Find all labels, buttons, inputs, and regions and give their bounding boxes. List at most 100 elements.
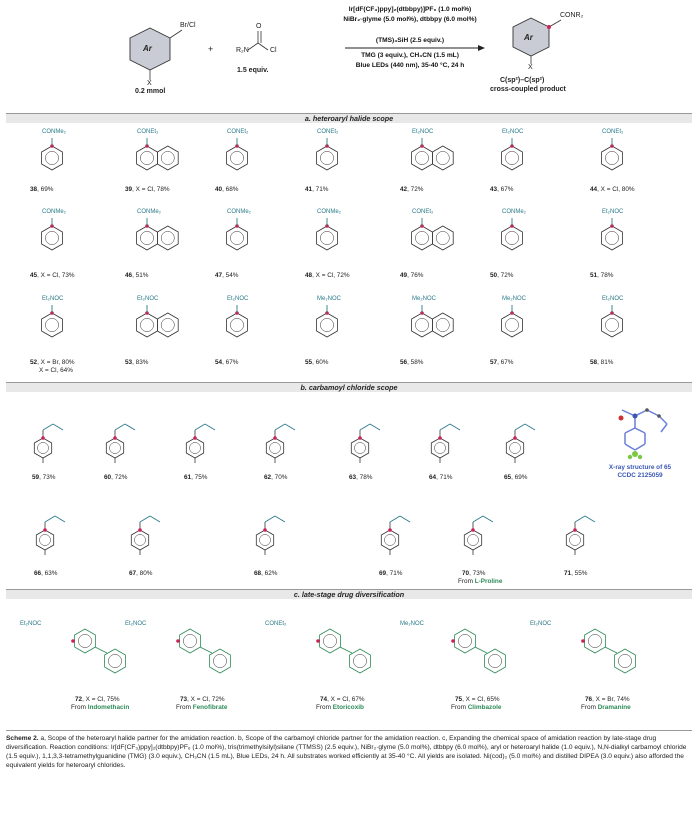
drug-source: From Etoricoxib — [316, 704, 364, 711]
aromatic-ring — [35, 529, 55, 551]
compound-number: 40 — [215, 186, 223, 193]
reagent-o: O — [256, 23, 262, 30]
drug-source: From Indomethacin — [71, 704, 129, 711]
aromatic-ring — [156, 225, 179, 251]
amine-bond — [124, 423, 136, 431]
aromatic-circle — [160, 318, 175, 332]
compound-yield: , 69% — [511, 474, 528, 481]
compound-number: 46 — [125, 272, 133, 279]
aromatic-circle — [353, 654, 367, 668]
aromatic-circle — [415, 231, 429, 245]
compound-label: 53, 83% — [125, 359, 148, 366]
compound-label: 56, 58% — [400, 359, 423, 366]
aromatic-ring — [501, 145, 523, 171]
compound-number: 54 — [215, 359, 223, 366]
compound-number: 39 — [125, 186, 133, 193]
amide-fragment-label: CONMe₂ — [42, 129, 66, 135]
row5-structures — [35, 515, 596, 555]
aromatic-circle — [160, 151, 175, 165]
aromatic-circle — [45, 231, 59, 245]
compound-yield: , X = Cl, 78% — [132, 186, 170, 193]
compound-number: 61 — [184, 474, 192, 481]
aromatic-circle — [488, 654, 502, 668]
xray-caption-line2: CCDC 2125059 — [617, 472, 663, 479]
aromatic-circle — [140, 318, 154, 332]
aromatic-circle — [415, 318, 429, 332]
aromatic-ring — [105, 437, 125, 459]
amine-bond — [42, 423, 54, 431]
coupling-site-marker — [471, 528, 475, 532]
amide-fragment-label: CONMe₂ — [42, 209, 66, 215]
compound-number: 65 — [504, 474, 512, 481]
compound-label: 52, X = Br, 80% — [30, 359, 75, 366]
amine-bond — [274, 515, 286, 523]
substrate-ar-label: Ar — [143, 44, 152, 53]
aromatic-circle — [505, 231, 519, 245]
aromatic-circle — [230, 231, 244, 245]
aromatic-circle — [140, 231, 154, 245]
aromatic-ring — [431, 225, 454, 251]
aromatic-circle — [435, 151, 450, 165]
compound-yield: , X = Cl, 75% — [82, 696, 120, 703]
coupling-site-marker — [438, 436, 442, 440]
aromatic-circle — [605, 151, 619, 165]
aromatic-circle — [37, 442, 49, 454]
amide-fragment-label: Me₂NOC — [412, 296, 436, 302]
aromatic-circle — [213, 654, 227, 668]
drug-link-bond — [474, 646, 488, 654]
aromatic-ring — [316, 225, 338, 251]
amide-fragment-label: Et₂NOC — [42, 296, 64, 302]
compound-yield: , 69% — [37, 186, 54, 193]
aromatic-circle — [183, 634, 197, 648]
compound-label: 59, 73% — [32, 474, 55, 481]
scope-row-6 — [0, 601, 697, 721]
aromatic-circle — [435, 318, 450, 332]
coupling-site-marker — [573, 528, 577, 532]
compound-yield: , 70% — [271, 474, 288, 481]
scope-row-1 — [0, 126, 697, 196]
amide-fragment-label: Et₂NOC — [20, 621, 42, 627]
compound-number: 49 — [400, 272, 408, 279]
drug-source-prefix: From — [581, 704, 598, 711]
amide-fragment-label: CONEt₂ — [265, 621, 287, 627]
aromatic-ring — [130, 529, 150, 551]
xray-ortep-drawing — [618, 408, 668, 460]
compound-yield: , 67% — [497, 186, 514, 193]
substrate-x: X — [147, 80, 152, 87]
compound-number: 42 — [400, 186, 408, 193]
aromatic-ring — [601, 145, 623, 171]
aromatic-circle — [320, 151, 334, 165]
drug-source-prefix: From — [176, 704, 193, 711]
aromatic-circle — [505, 318, 519, 332]
compound-number: 50 — [490, 272, 498, 279]
compound-yield: , 62% — [261, 570, 278, 577]
compound-number: 76 — [585, 696, 593, 703]
drug-ring — [584, 628, 606, 654]
xray-caption-line1: X-ray structure of 65 — [608, 464, 672, 471]
aromatic-circle — [605, 231, 619, 245]
compound-yield: , 83% — [132, 359, 149, 366]
aromatic-circle — [605, 318, 619, 332]
aromatic-circle — [259, 534, 271, 546]
compound-number: 57 — [490, 359, 498, 366]
compound-label: 60, 72% — [104, 474, 127, 481]
caption-text: a, Scope of the heteroaryl halide partne… — [6, 735, 687, 769]
reagent-cl: Cl — [270, 47, 277, 54]
compound-number: 45 — [30, 272, 38, 279]
aromatic-ring — [565, 529, 585, 551]
compound-label: 54, 67% — [215, 359, 238, 366]
amide-fragment-label: Et₂NOC — [602, 209, 624, 215]
compound-yield: , X = Cl, 67% — [327, 696, 365, 703]
aromatic-ring — [430, 437, 450, 459]
aromatic-ring — [136, 145, 158, 171]
compound-number: 64 — [429, 474, 437, 481]
drug-source: From Dramanine — [581, 704, 631, 711]
drug-source: From Fenofibrate — [176, 704, 227, 711]
aromatic-circle — [434, 442, 446, 454]
amide-fragment-label: Me₂NOC — [502, 296, 526, 302]
aromatic-ring — [41, 312, 63, 338]
drug-ring — [179, 628, 201, 654]
compound-number: 60 — [104, 474, 112, 481]
compound-yield: , 72% — [111, 474, 128, 481]
compound-number: 75 — [455, 696, 463, 703]
